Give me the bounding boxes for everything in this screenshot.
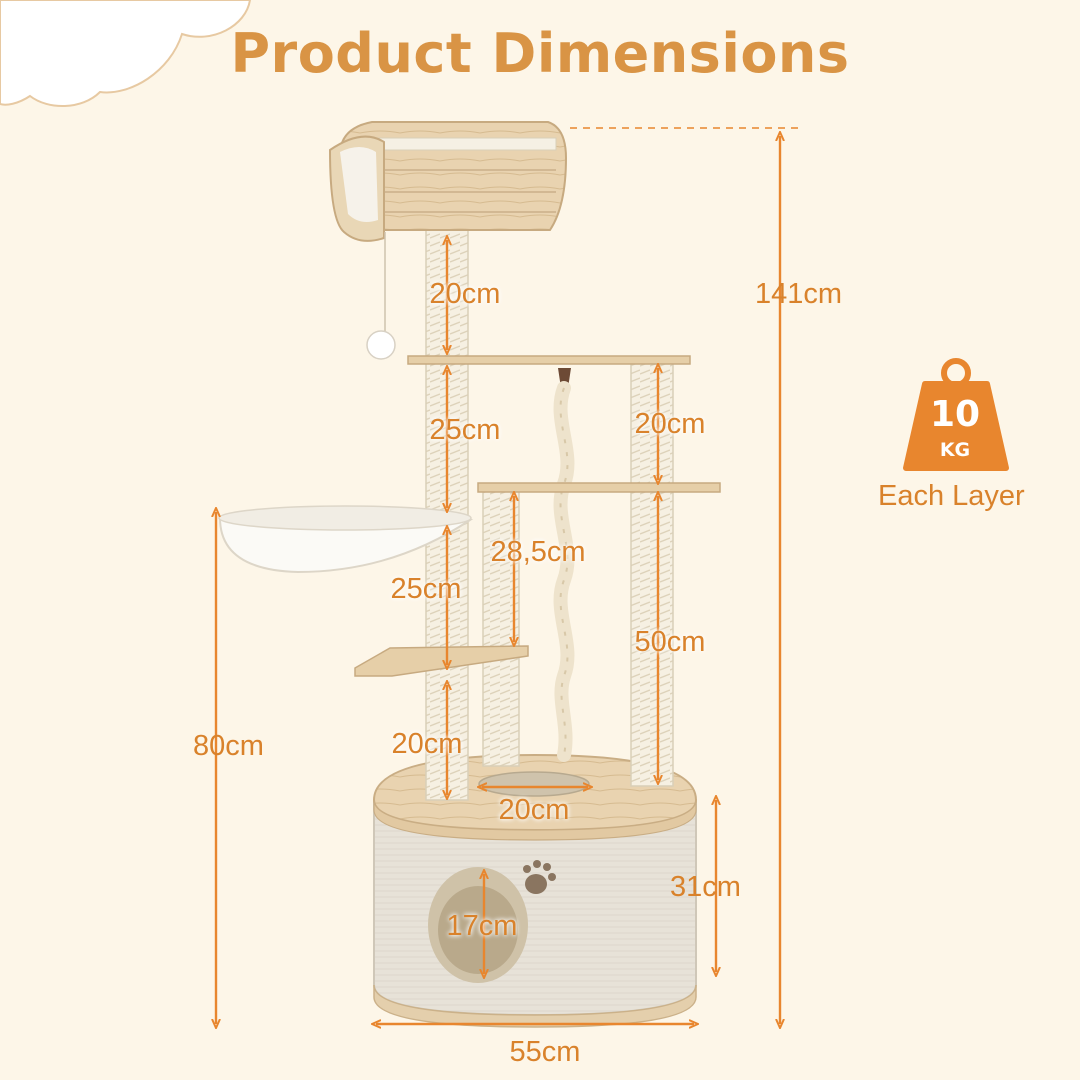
dimension-label-base-width: 55cm	[509, 1036, 581, 1068]
weight-unit: KG	[939, 439, 971, 461]
dimension-label-hammock-height: 80cm	[193, 730, 264, 762]
dimension-label-upper-post: 25cm	[429, 414, 501, 446]
platforms	[354, 355, 721, 677]
dimension-label-right-lower-post: 50cm	[634, 626, 706, 658]
dimension-label-right-upper-post: 20cm	[634, 408, 706, 440]
dimension-label-top-post: 20cm	[429, 278, 501, 310]
dimension-label-base-opening: 20cm	[498, 794, 570, 826]
dimension-label-bottom-post: 20cm	[391, 728, 463, 760]
dimension-label-door-height: 17cm	[446, 910, 518, 942]
cloud-decoration	[0, 0, 252, 107]
weight-value: 10	[929, 394, 981, 435]
top-tunnel-bed	[328, 121, 568, 360]
hanging-rope	[553, 368, 575, 762]
paw-print-icon	[523, 860, 556, 894]
weight-caption: Each Layer	[878, 480, 1025, 512]
dimension-label-middle-post: 28,5cm	[490, 536, 586, 568]
dimension-label-lower-post: 25cm	[390, 573, 462, 605]
weight-icon	[903, 358, 1009, 471]
dimension-label-total-height: 141cm	[755, 278, 843, 310]
hammock	[218, 505, 474, 574]
dimension-label-base-height: 31cm	[670, 871, 741, 903]
page-title: Product Dimensions	[230, 22, 850, 85]
dimension-arrows	[216, 136, 780, 1024]
